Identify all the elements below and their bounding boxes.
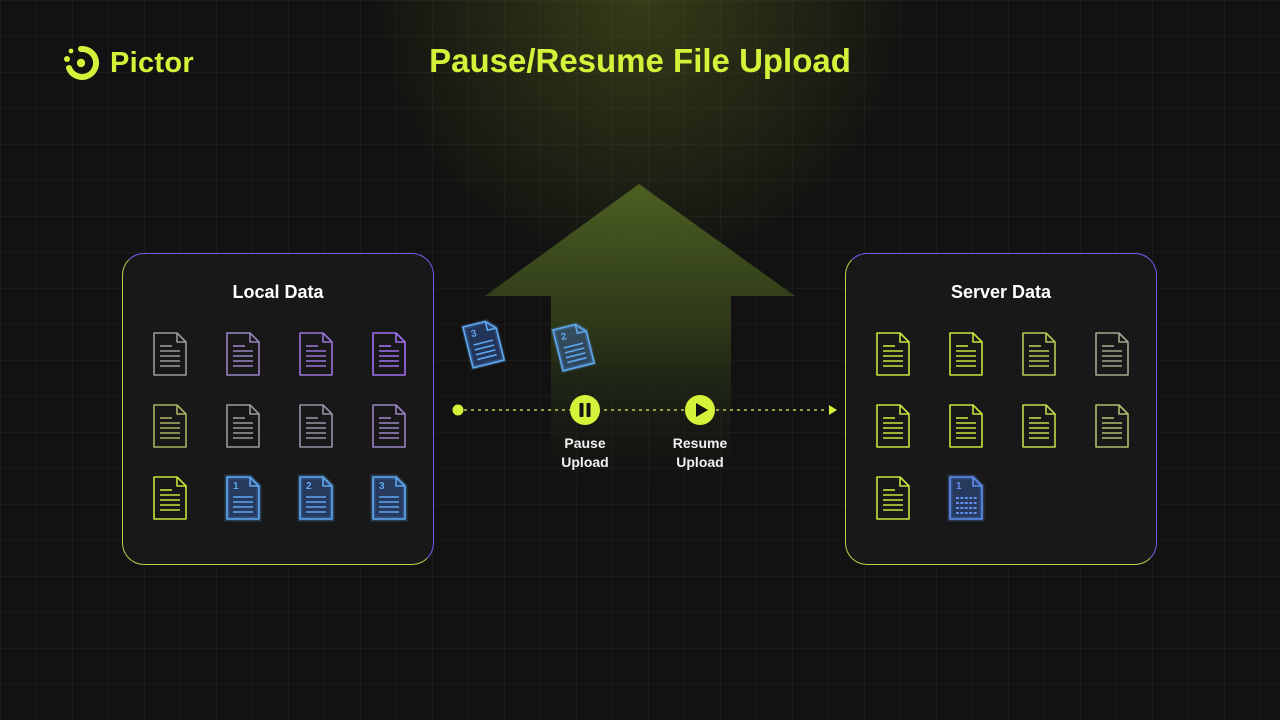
server-file-6 [948, 403, 984, 449]
local-file-1 [152, 331, 188, 377]
local-file-5 [152, 403, 188, 449]
server-file-10-label: 1 [956, 481, 962, 492]
server-file-1 [875, 331, 911, 377]
local-file-6 [225, 403, 261, 449]
local-file-9 [152, 475, 188, 521]
local-file-12: 3 [370, 474, 408, 522]
local-file-3 [298, 331, 334, 377]
local-file-2 [225, 331, 261, 377]
server-file-8 [1094, 403, 1130, 449]
page-title: Pause/Resume File Upload [429, 42, 851, 79]
server-data-panel: Server Data 1 [845, 253, 1157, 565]
local-file-10: 1 [224, 474, 262, 522]
resume-upload-label: Resume Upload [672, 435, 728, 470]
server-file-4 [1094, 331, 1130, 377]
resume-button[interactable] [684, 394, 716, 426]
server-file-9 [875, 475, 911, 521]
timeline-arrowhead [829, 405, 837, 415]
in-transit-file-2: 2 [549, 319, 602, 377]
local-file-12-label: 3 [379, 481, 385, 492]
server-data-title: Server Data [950, 282, 1052, 302]
timeline-start-dot [452, 404, 464, 416]
local-file-7 [298, 403, 334, 449]
pictor-logo-icon [64, 45, 99, 80]
local-file-11: 2 [297, 474, 335, 522]
local-file-4 [371, 331, 407, 377]
server-file-10: 1 [947, 474, 985, 522]
local-file-8 [371, 403, 407, 449]
brand-name: Pictor [110, 46, 194, 79]
local-data-title: Local Data [232, 282, 324, 302]
pause-button[interactable] [569, 394, 601, 426]
server-file-2 [948, 331, 984, 377]
pause-icon [570, 395, 600, 425]
server-file-3 [1021, 331, 1057, 377]
server-file-5 [875, 403, 911, 449]
play-icon [685, 395, 715, 425]
local-data-panel: Local Data 1 2 3 [122, 253, 434, 565]
server-file-7 [1021, 403, 1057, 449]
pause-upload-label: Pause Upload [561, 435, 609, 470]
in-transit-file-3: 3 [459, 316, 512, 374]
local-file-10-label: 1 [233, 481, 239, 492]
brand-logo[interactable]: Pictor [60, 42, 194, 84]
local-file-11-label: 2 [306, 481, 312, 492]
